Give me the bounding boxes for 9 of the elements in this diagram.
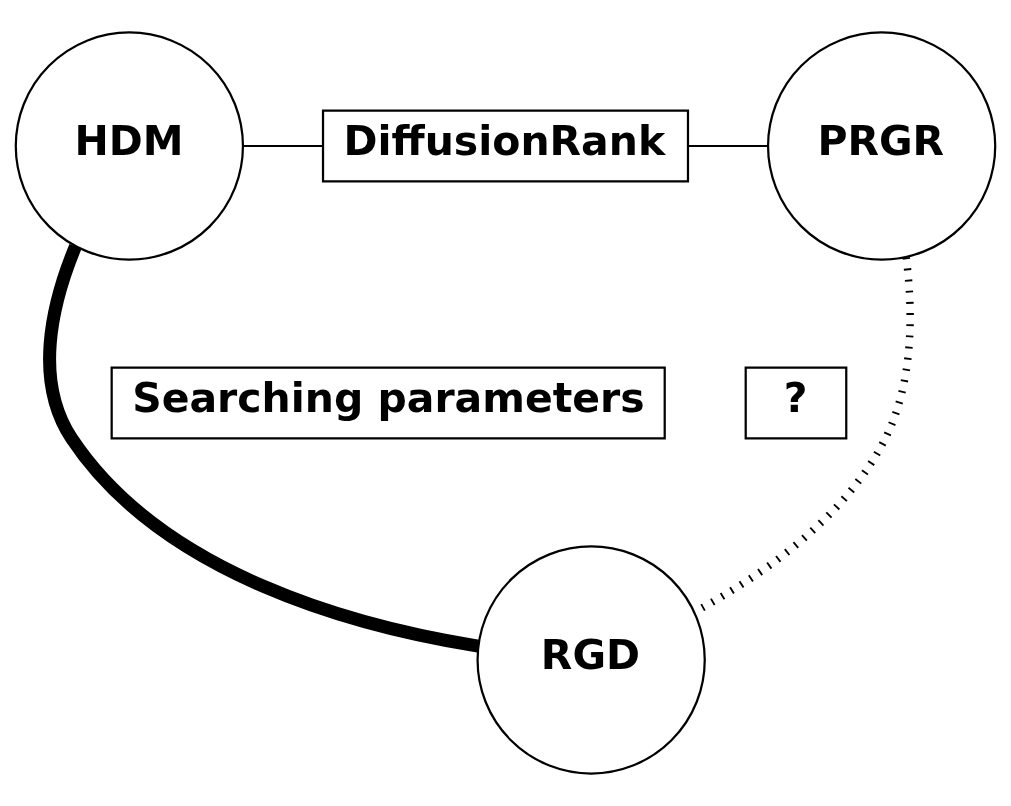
connector xyxy=(43,244,480,653)
connector xyxy=(687,145,769,147)
node-circle: HDM xyxy=(14,31,245,261)
node-box: Searching parameters xyxy=(110,366,666,440)
node-circle: PRGR xyxy=(766,31,997,261)
node-circle: RGD xyxy=(476,545,706,775)
node-box: DiffusionRank xyxy=(321,109,690,183)
node-box: ? xyxy=(744,366,848,440)
connector xyxy=(242,145,324,147)
